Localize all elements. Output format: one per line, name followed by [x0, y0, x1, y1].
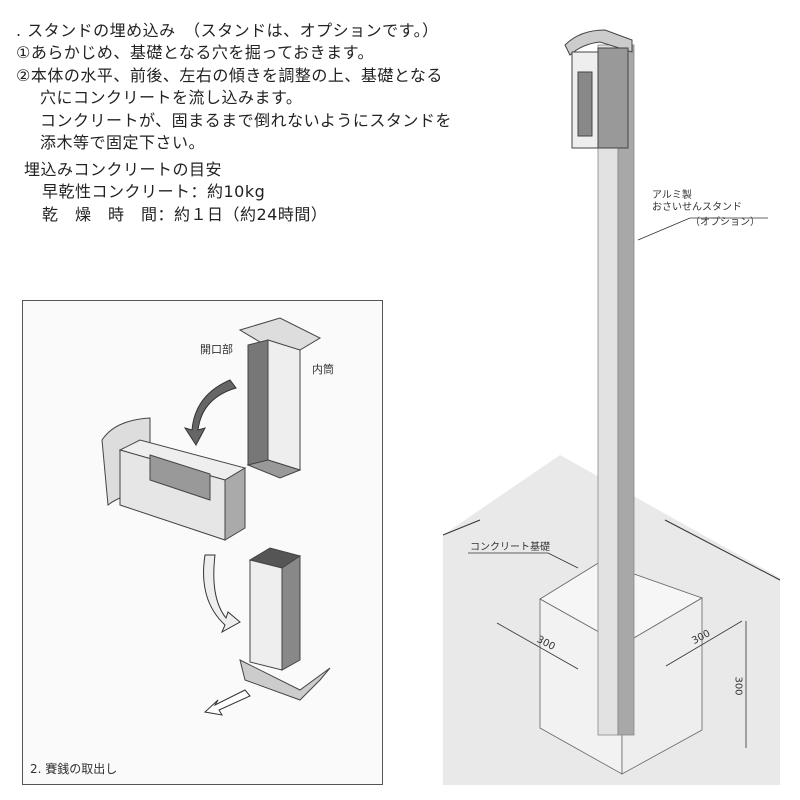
label-stand-3: （オプション）	[690, 217, 760, 228]
step-1: ①あらかじめ、基礎となる穴を掘っておきます。	[16, 43, 374, 62]
stand-pole	[597, 44, 635, 736]
label-stand-1: アルミ製	[652, 190, 692, 201]
coin-removal-diagram	[22, 300, 383, 785]
guide-drying-time: 乾 燥 時 間：約１日（約24時間）	[42, 205, 328, 224]
dim-height: 300	[732, 676, 744, 696]
diagram-caption: 2. 賽銭の取出し	[30, 762, 118, 776]
step-2-line-2: 穴にコンクリートを流し込みます。	[40, 88, 303, 107]
step-2-line-4: 添木等で固定下さい。	[40, 133, 206, 152]
label-opening: 開口部	[200, 343, 233, 356]
insert-arrow-icon	[203, 554, 241, 634]
step-2-line-3: コンクリートが、固まるまで倒れないようにスタンドを	[40, 111, 452, 130]
section-heading: . スタンドの埋め込み （スタンドは、オプションです。）	[16, 21, 439, 40]
label-stand-2: おさいせんスタンド	[652, 202, 742, 213]
rotate-arrow-icon	[183, 379, 237, 446]
label-inner-tube: 内筒	[312, 363, 334, 376]
guide-title: 埋込みコンクリートの目安	[24, 160, 223, 179]
offering-box-horizontal	[101, 417, 247, 541]
inner-tube-upper	[238, 317, 322, 479]
label-foundation: コンクリート基礎	[470, 542, 550, 553]
offering-box-top	[564, 29, 633, 149]
dimension-lines	[496, 620, 747, 748]
guide-concrete: 早乾性コンクリート：約10kg	[42, 182, 266, 201]
inner-tube-lower	[239, 547, 331, 701]
step-2-line-1: ②本体の水平、前後、左右の傾きを調整の上、基礎となる	[16, 66, 443, 85]
pull-out-arrow-icon	[203, 689, 251, 716]
